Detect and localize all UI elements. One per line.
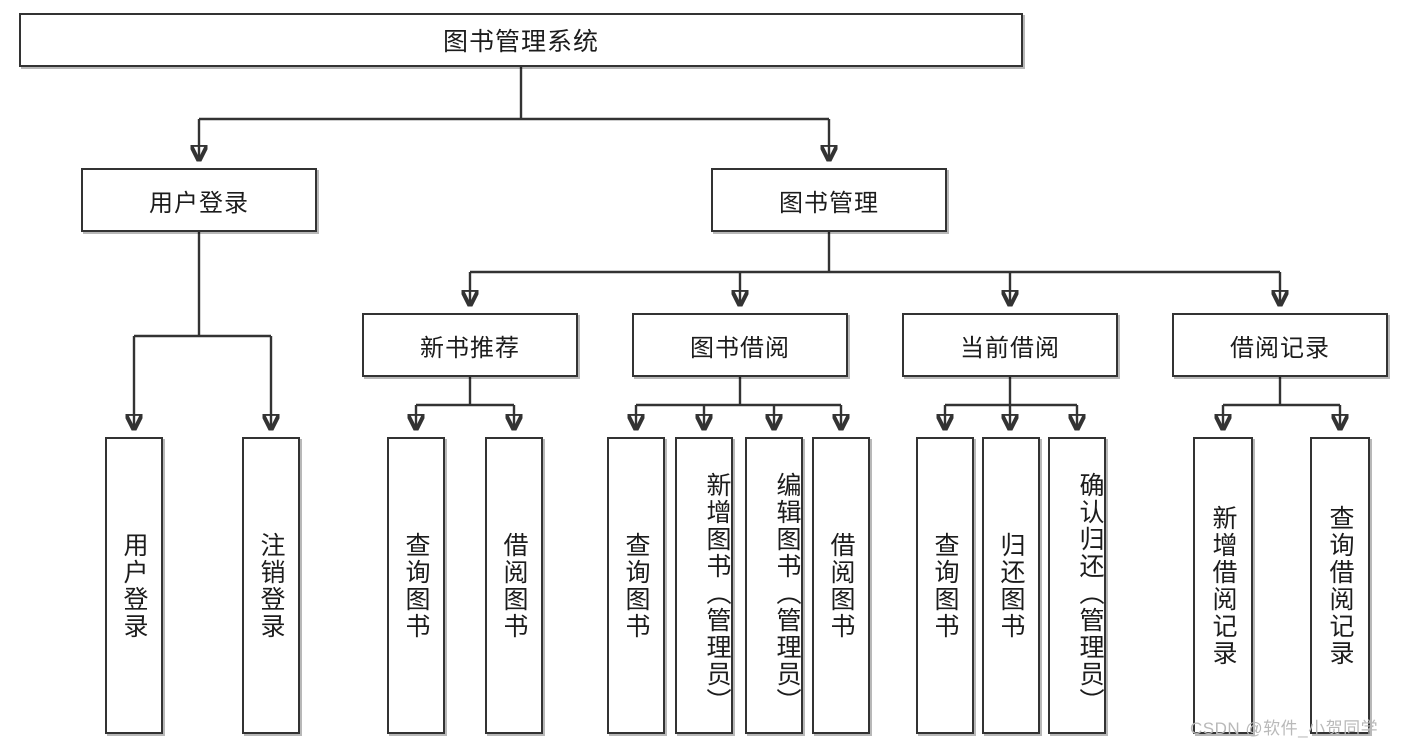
leaf-book-borrow-add[interactable]: 新增图书（管理员） (675, 437, 733, 734)
leaf-new-book-query[interactable]: 查询图书 (387, 437, 445, 734)
node-user-login[interactable]: 用户登录 (81, 168, 317, 232)
node-label: 编辑图书（管理员） (773, 472, 801, 715)
leaf-borrow-record-query[interactable]: 查询借阅记录 (1310, 437, 1370, 734)
leaf-borrow-record-add[interactable]: 新增借阅记录 (1193, 437, 1253, 734)
leaf-book-borrow-edit[interactable]: 编辑图书（管理员） (745, 437, 803, 734)
node-label: 查询图书 (402, 531, 430, 640)
leaf-user-login-login[interactable]: 用户登录 (105, 437, 163, 734)
node-label: 图书管理 (779, 189, 879, 217)
node-label: 新增借阅记录 (1209, 504, 1237, 667)
node-label: 借阅图书 (500, 531, 528, 640)
node-label: 归还图书 (997, 531, 1025, 640)
leaf-book-borrow-query[interactable]: 查询图书 (607, 437, 665, 734)
leaf-current-borrow-confirm-return[interactable]: 确认归还（管理员） (1048, 437, 1106, 734)
node-label: 图书借阅 (690, 334, 790, 362)
node-book-borrow[interactable]: 图书借阅 (632, 313, 848, 377)
node-label: 新增图书（管理员） (703, 472, 731, 715)
node-label: 当前借阅 (960, 334, 1060, 362)
node-label: 确认归还（管理员） (1076, 472, 1104, 715)
node-label: 借阅记录 (1230, 334, 1330, 362)
node-label: 图书管理系统 (442, 28, 599, 56)
node-root-system[interactable]: 图书管理系统 (19, 13, 1023, 67)
leaf-current-borrow-return[interactable]: 归还图书 (982, 437, 1040, 734)
node-label: 查询图书 (622, 531, 650, 640)
leaf-current-borrow-query[interactable]: 查询图书 (916, 437, 974, 734)
leaf-book-borrow-borrow[interactable]: 借阅图书 (812, 437, 870, 734)
leaf-user-login-logout[interactable]: 注销登录 (242, 437, 300, 734)
node-label: 新书推荐 (420, 334, 520, 362)
node-label: 查询图书 (931, 531, 959, 640)
node-new-book-recommend[interactable]: 新书推荐 (362, 313, 578, 377)
node-label: 用户登录 (149, 189, 249, 217)
node-label: 注销登录 (257, 531, 285, 640)
node-current-borrow[interactable]: 当前借阅 (902, 313, 1118, 377)
node-label: 借阅图书 (827, 531, 855, 640)
node-borrow-record[interactable]: 借阅记录 (1172, 313, 1388, 377)
leaf-new-book-borrow[interactable]: 借阅图书 (485, 437, 543, 734)
node-label: 查询借阅记录 (1326, 504, 1354, 667)
node-book-management[interactable]: 图书管理 (711, 168, 947, 232)
node-label: 用户登录 (120, 531, 148, 640)
